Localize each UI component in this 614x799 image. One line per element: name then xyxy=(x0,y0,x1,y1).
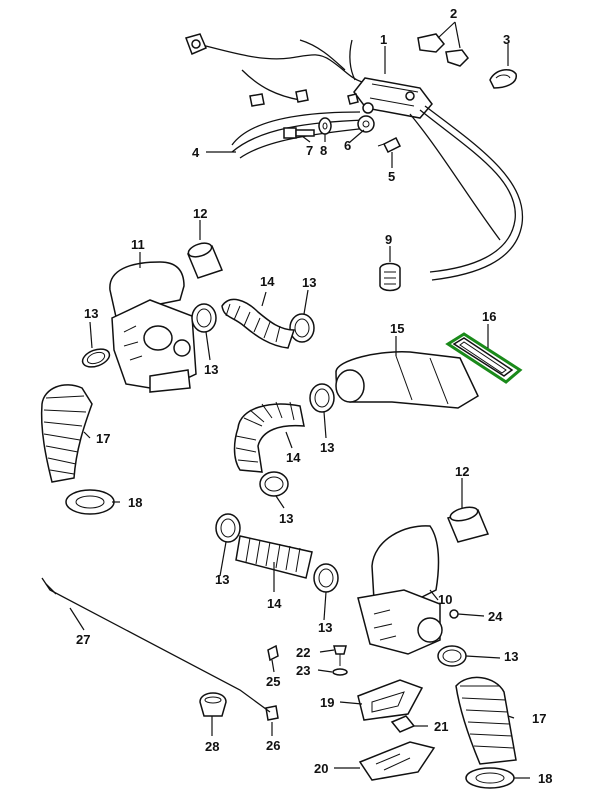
leader-lines xyxy=(69,21,530,779)
part-19-cover[interactable] xyxy=(357,679,424,721)
callout-14-middle: 14 xyxy=(286,450,301,465)
callout-13-b: 13 xyxy=(204,362,218,377)
part-6-wheel[interactable] xyxy=(357,115,375,133)
callout-9: 9 xyxy=(385,232,392,247)
part-13-clamp-f[interactable] xyxy=(215,513,241,543)
callout-12-lower: 12 xyxy=(455,464,469,479)
part-5-connector[interactable] xyxy=(377,136,402,154)
callout-22: 22 xyxy=(296,645,310,660)
callout-28: 28 xyxy=(205,739,219,754)
part-25-clip[interactable] xyxy=(267,644,279,662)
callout-10: 10 xyxy=(438,592,452,607)
callout-24: 24 xyxy=(488,609,503,624)
callout-1: 1 xyxy=(380,32,387,47)
callout-13-e: 13 xyxy=(279,511,293,526)
callout-27: 27 xyxy=(76,632,90,647)
callout-19: 19 xyxy=(320,695,334,710)
callout-14-lower: 14 xyxy=(267,596,282,611)
callout-25: 25 xyxy=(266,674,280,689)
callout-13-d: 13 xyxy=(320,440,334,455)
part-17-pipe-lower[interactable] xyxy=(455,676,517,765)
part-13-clamp-e[interactable] xyxy=(259,471,289,497)
callout-11: 11 xyxy=(131,237,145,252)
callout-labels: 1 2 3 4 5 6 7 8 9 10 11 12 12 13 13 13 1… xyxy=(76,6,552,786)
part-13-clamp-h[interactable] xyxy=(437,645,467,667)
callout-21: 21 xyxy=(434,719,448,734)
part-8-washer[interactable] xyxy=(318,117,332,135)
part-13-clamp-b[interactable] xyxy=(191,303,217,333)
callout-23: 23 xyxy=(296,663,310,678)
part-15-air-duct[interactable] xyxy=(335,351,479,409)
callout-17-lower: 17 xyxy=(532,711,546,726)
part-3-grommet[interactable] xyxy=(489,69,517,89)
callout-4: 4 xyxy=(192,145,200,160)
callout-20: 20 xyxy=(314,761,328,776)
callout-18-upper: 18 xyxy=(128,495,142,510)
part-12-sleeve-upper[interactable] xyxy=(186,241,224,279)
part-13-clamp-c[interactable] xyxy=(289,313,315,343)
part-13-clamp-d[interactable] xyxy=(309,383,335,413)
callout-16: 16 xyxy=(482,309,496,324)
part-24-ring[interactable] xyxy=(449,609,459,619)
callout-7: 7 xyxy=(306,143,313,158)
callout-2: 2 xyxy=(450,6,457,21)
part-11-heat-exchanger[interactable] xyxy=(109,261,197,393)
part-17-pipe-upper[interactable] xyxy=(40,384,93,483)
callout-18-lower: 18 xyxy=(538,771,552,786)
part-14-hose-middle[interactable] xyxy=(233,401,305,473)
callout-13-g: 13 xyxy=(318,620,332,635)
part-7-bolt[interactable] xyxy=(283,127,315,139)
callout-13-a: 13 xyxy=(84,306,98,321)
part-21-clip[interactable] xyxy=(390,715,416,733)
part-18-ring-upper[interactable] xyxy=(65,489,115,515)
part-1-harness[interactable] xyxy=(185,33,524,281)
part-2-caps[interactable] xyxy=(417,33,469,67)
callout-17-upper: 17 xyxy=(96,431,110,446)
callout-5: 5 xyxy=(388,169,395,184)
part-20-plate[interactable] xyxy=(358,741,436,781)
part-10-heat-exchanger-lower[interactable] xyxy=(357,525,443,655)
part-16-gasket-highlighted[interactable] xyxy=(445,332,523,384)
callout-13-f: 13 xyxy=(215,572,229,587)
callout-6: 6 xyxy=(344,138,351,153)
part-12-sleeve-lower[interactable] xyxy=(446,505,490,543)
part-28-grommet[interactable] xyxy=(199,692,227,717)
callout-13-c: 13 xyxy=(302,275,316,290)
part-26-clip[interactable] xyxy=(265,705,279,721)
callout-8: 8 xyxy=(320,143,327,158)
part-14-hose-lower[interactable] xyxy=(235,535,313,579)
callout-26: 26 xyxy=(266,738,280,753)
callout-14-upper: 14 xyxy=(260,274,275,289)
callout-13-h: 13 xyxy=(504,649,518,664)
part-13-clamp-g[interactable] xyxy=(313,563,339,593)
part-22-screw[interactable] xyxy=(333,645,347,666)
callout-3: 3 xyxy=(503,32,510,47)
part-23-washer[interactable] xyxy=(332,668,348,676)
part-18-ring-lower[interactable] xyxy=(465,767,515,789)
part-13-clamp-a[interactable] xyxy=(80,346,112,371)
part-27-cable[interactable] xyxy=(41,577,271,713)
part-14-hose-upper[interactable] xyxy=(221,298,296,349)
callout-12-upper: 12 xyxy=(193,206,207,221)
part-9-filter[interactable] xyxy=(379,262,401,292)
callout-15: 15 xyxy=(390,321,404,336)
